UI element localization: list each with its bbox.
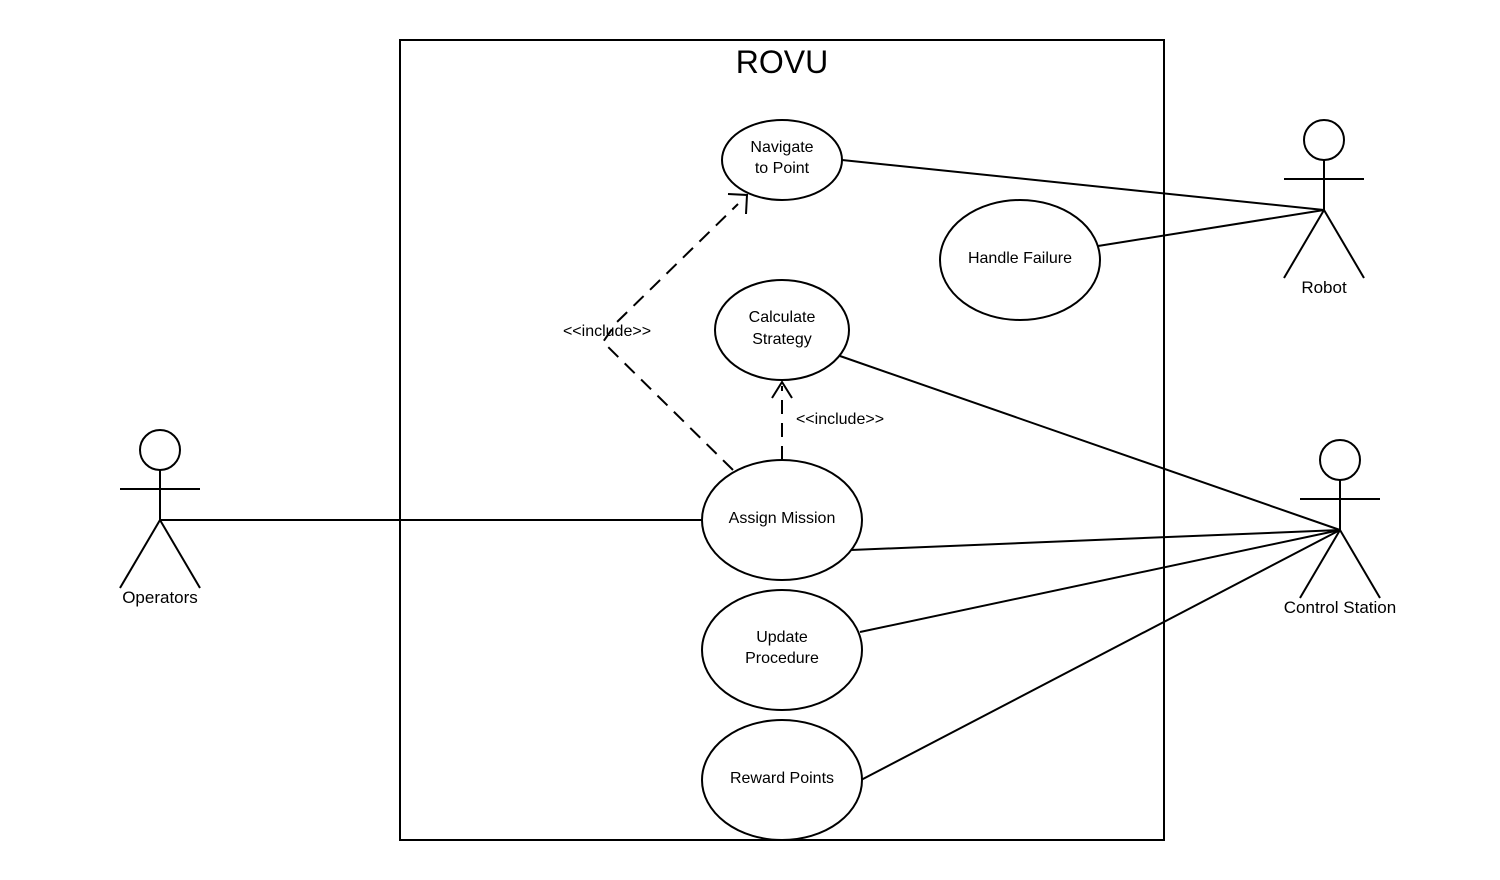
include-arrow-navigate [601, 203, 739, 471]
use-case-shape [701, 589, 863, 711]
use-case-shape [701, 459, 863, 581]
use-case-shape [939, 199, 1101, 321]
use-case-label: Assign Mission [729, 510, 836, 527]
stick-figure-icon [119, 429, 201, 589]
use-case-label-line-1: Update [756, 629, 808, 646]
use-case-calculate-strategy: Calculate Strategy [714, 279, 850, 381]
use-case-handle-failure: Handle Failure [939, 199, 1101, 321]
use-case-label-line-1: Navigate [750, 139, 813, 156]
association-station-update [859, 529, 1341, 633]
use-case-shape [714, 279, 850, 381]
association-robot-navigate [841, 159, 1325, 211]
include-arrowhead-navigate [727, 193, 749, 215]
use-case-label: Handle Failure [968, 250, 1072, 267]
use-case-label-line-2: Procedure [745, 650, 819, 667]
system-title: ROVU [736, 44, 828, 80]
use-case-shape [721, 119, 843, 201]
actor-label: Robot [1301, 278, 1347, 297]
use-case-label-line-2: Strategy [752, 331, 812, 348]
association-robot-handle-failure [1097, 209, 1325, 247]
use-case-navigate-to-point: Navigate to Point [721, 119, 843, 201]
include-arrowhead-calculate [771, 380, 793, 399]
association-station-assign [850, 529, 1341, 551]
stick-figure-icon [1283, 119, 1365, 279]
association-station-reward [860, 529, 1341, 781]
use-case-label: Reward Points [730, 770, 834, 787]
actor-robot: Robot [1283, 119, 1365, 297]
include-label-calculate: <<include>> [796, 411, 884, 428]
use-case-update-procedure: Update Procedure [701, 589, 863, 711]
stick-figure-icon [1299, 439, 1381, 599]
use-case-label-line-1: Calculate [749, 309, 816, 326]
include-label-navigate: <<include>> [563, 323, 651, 340]
actor-operators: Operators [119, 429, 201, 607]
actor-label: Control Station [1284, 598, 1396, 617]
association-station-calculate [839, 355, 1341, 531]
use-case-assign-mission: Assign Mission [701, 459, 863, 581]
use-case-label-line-2: to Point [755, 160, 810, 177]
use-case-shape [701, 719, 863, 841]
use-case-reward-points: Reward Points [701, 719, 863, 841]
actor-control-station: Control Station [1284, 439, 1396, 617]
actor-label: Operators [122, 588, 198, 607]
